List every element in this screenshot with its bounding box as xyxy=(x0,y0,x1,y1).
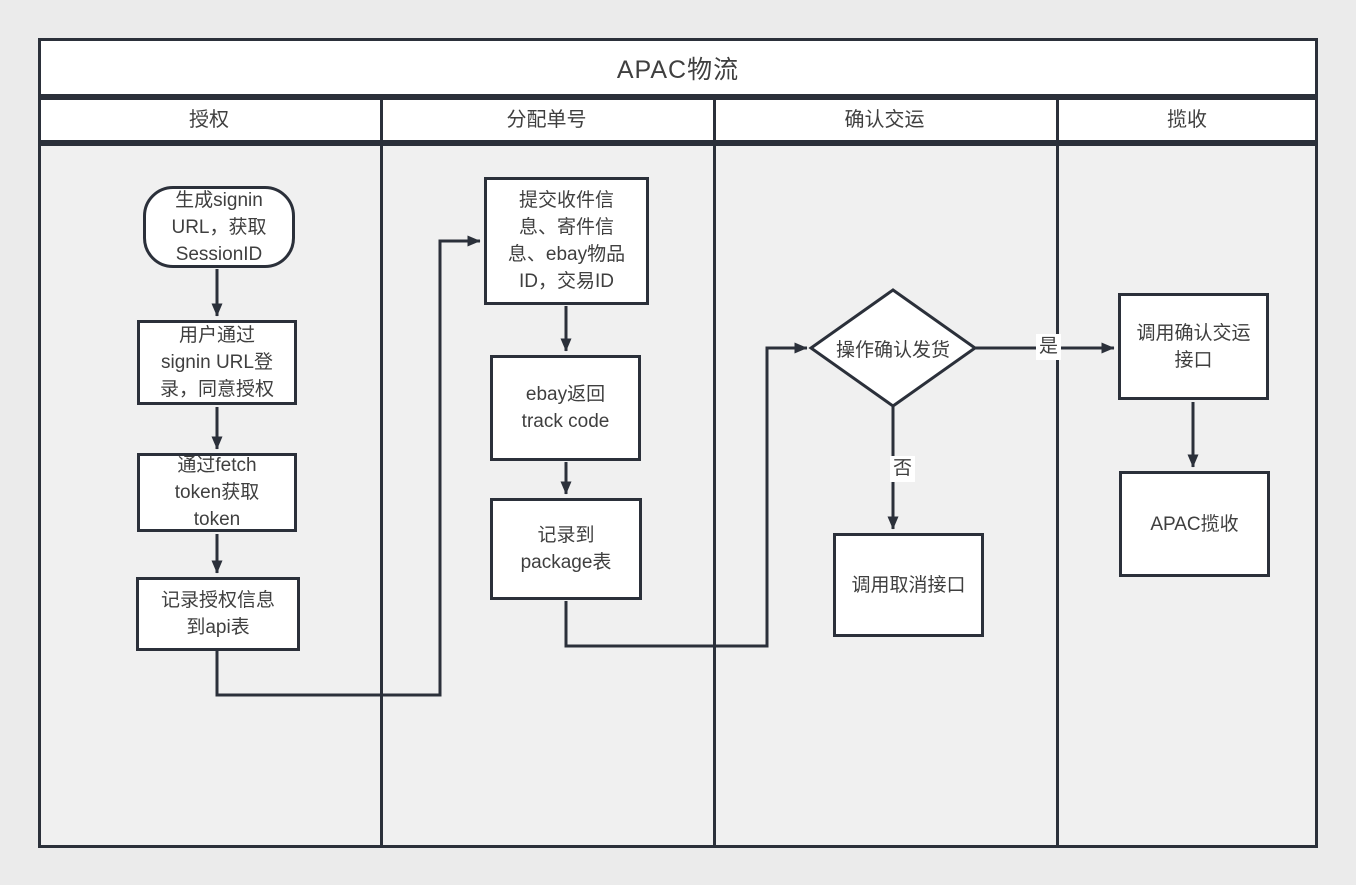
node-record-api-label: 记录授权信息 到api表 xyxy=(160,590,275,638)
node-call-confirm-label: 调用确认交运 接口 xyxy=(1136,322,1251,371)
lane-header-assign-tracking: 分配单号 xyxy=(506,109,587,131)
node-record-package: 记录到 package表 xyxy=(490,498,642,600)
node-fetch-token-label: 通过fetch token获取 token xyxy=(174,455,260,530)
node-ebay-track: ebay返回 track code xyxy=(490,355,641,461)
lane-header-confirm-shipment: 确认交运 xyxy=(844,109,925,131)
lane-divider-3 xyxy=(1056,143,1059,848)
node-ebay-track-label: ebay返回 track code xyxy=(521,384,610,432)
node-record-package-label: 记录到 package表 xyxy=(520,525,612,573)
edge-label-no: 否 xyxy=(890,456,916,482)
node-submit-info: 提交收件信 息、寄件信 息、ebay物品 ID，交易ID xyxy=(484,177,649,305)
node-user-login: 用户通过 signin URL登 录，同意授权 xyxy=(137,320,297,405)
node-fetch-token: 通过fetch token获取 token xyxy=(137,453,297,532)
node-call-confirm: 调用确认交运 接口 xyxy=(1118,293,1269,400)
lane-divider-1-header xyxy=(380,97,383,143)
node-user-login-label: 用户通过 signin URL登 录，同意授权 xyxy=(159,325,274,400)
node-gen-signin-label: 生成signin URL，获取 SessionID xyxy=(171,189,267,265)
node-submit-info-label: 提交收件信 息、寄件信 息、ebay物品 ID，交易ID xyxy=(507,190,626,292)
lane-header-band xyxy=(38,97,1318,143)
node-call-cancel: 调用取消接口 xyxy=(833,533,984,637)
lane-header-authorization: 授权 xyxy=(189,109,229,131)
lane-divider-2-header xyxy=(713,97,716,143)
node-record-api: 记录授权信息 到api表 xyxy=(136,577,300,651)
node-apac-pickup: APAC揽收 xyxy=(1119,471,1270,577)
node-apac-pickup-label: APAC揽收 xyxy=(1150,513,1239,535)
lane-divider-3-header xyxy=(1056,97,1059,143)
diagram-title: APAC物流 xyxy=(38,38,1318,97)
node-decision-label: 操作确认发货 xyxy=(835,339,950,361)
lane-divider-2 xyxy=(713,143,716,848)
edge-label-yes: 是 xyxy=(1036,334,1062,360)
node-gen-signin: 生成signin URL，获取 SessionID xyxy=(143,186,295,268)
lane-divider-1 xyxy=(380,143,383,848)
lane-header-pickup: 揽收 xyxy=(1167,109,1207,131)
node-call-cancel-label: 调用取消接口 xyxy=(851,574,966,596)
